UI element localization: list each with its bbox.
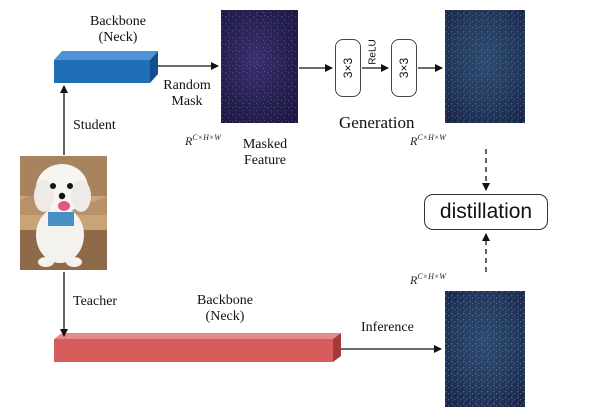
student-label: Student [73,118,116,133]
masked-feature-shape-base: R [185,134,193,148]
conv1-label: 3×3 [341,57,355,79]
student-backbone-label: Backbone (Neck) [90,14,146,46]
generation-label: Generation [339,113,415,132]
teacher-label: Teacher [73,294,118,309]
masked-feature-shape-sup: C×H×W [192,133,221,142]
generated-feature-shape: RC×H×W [410,133,446,149]
student-backbone-block [54,51,158,83]
relu-label: ReLU [367,39,379,65]
masked-feature-label-line2: Feature [244,153,286,169]
teacher-backbone-label: Backbone (Neck) [197,293,253,325]
generated-feature-shape-sup: C×H×W [417,133,446,142]
teacher-backbone-label-line1: Backbone [197,293,253,308]
masked-feature-label: Masked Feature [243,137,287,169]
conv1-box: 3×3 [335,39,361,97]
student-backbone-label-line2: (Neck) [98,30,138,46]
random-mask-label-line1: Random [163,78,211,93]
random-mask-label-line2: Mask [171,94,203,110]
teacher-backbone-block [54,333,341,362]
masked-feature-label-line1: Masked [242,137,288,152]
distillation-box: distillation [424,194,548,230]
teacher-feature-shape: RC×H×W [410,272,446,288]
inference-label: Inference [361,320,414,335]
generated-feature-map [445,10,525,123]
conv2-label: 3×3 [397,57,411,79]
input-image-poodle [20,156,107,270]
generated-feature-shape-base: R [410,134,418,148]
distillation-label: distillation [439,200,533,223]
teacher-feature-map [445,291,525,407]
teacher-feature-shape-base: R [410,273,418,287]
teacher-backbone-label-line2: (Neck) [205,309,245,325]
teacher-feature-shape-sup: C×H×W [417,272,446,281]
masked-feature-shape: RC×H×W [185,133,221,149]
conv2-box: 3×3 [391,39,417,97]
masked-feature-map [221,10,298,123]
student-backbone-label-line1: Backbone [90,14,146,29]
random-mask-label: Random Mask [163,78,210,110]
